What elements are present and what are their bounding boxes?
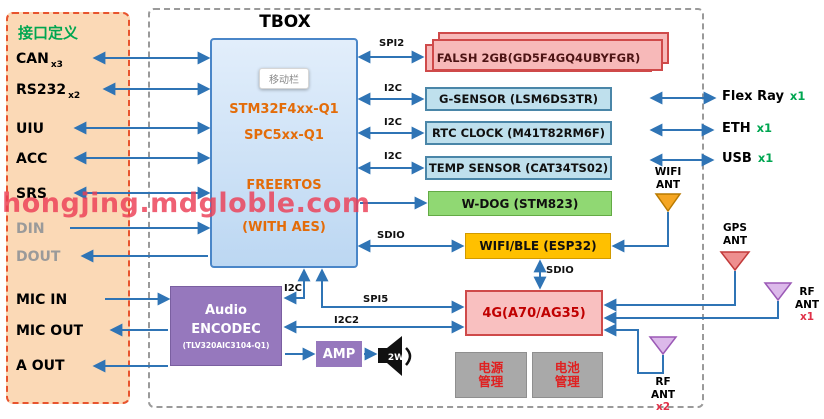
wifi-ant-line1: WIFI [654, 166, 682, 178]
panel-item-mic-in: MIC IN [16, 292, 67, 310]
audio-part-number: (TLV320AIC3104-Q1) [182, 340, 270, 350]
bus-label-i2c2: I2C2 [334, 315, 359, 326]
panel-item-label: MIC OUT [16, 323, 84, 339]
gps-ant-label: GPS ANT [712, 222, 758, 247]
eth-io: ETH x1 [722, 121, 772, 136]
panel-item-label: ACC [16, 151, 48, 167]
panel-item-label: CAN [16, 51, 49, 67]
bus-label-spi5: SPI5 [363, 294, 389, 305]
rf-ant1-line1: RF [799, 286, 815, 298]
panel-item-mic-out: MIC OUT [16, 323, 83, 341]
audio-line2: ENCODEC [191, 321, 261, 337]
panel-item-label: MIC IN [16, 292, 68, 308]
usb-io: USB x1 [722, 151, 773, 166]
panel-item-uiu: UIU [16, 121, 44, 139]
watchdog-block: W-DOG (STM823) [428, 191, 612, 216]
power-mgmt-block: 电源 管理 电池 管理 [455, 352, 603, 398]
temp-sensor-block: TEMP SENSOR (CAT34TS02) [425, 156, 612, 180]
bus-label-sdio-wifi: SDIO [377, 230, 405, 241]
eth-count: x1 [756, 121, 773, 135]
bus-label-spi2: SPI2 [379, 38, 405, 49]
gps-ant-line2: ANT [722, 234, 748, 247]
panel-item-label: SRS [16, 186, 47, 202]
watermark: hongjing.mdgloble.com [2, 188, 371, 219]
audio-line1: Audio [204, 302, 247, 318]
mcu-tooltip: 移动栏 [259, 68, 309, 89]
power-cell-line2: 管理 [478, 374, 504, 389]
mcu-block: 移动栏 STM32F4xx-Q1 SPC5xx-Q1 FREERTOS (WIT… [210, 38, 358, 268]
rf-antenna1-icon [763, 282, 793, 302]
bus-label-i2c-audio: I2C [284, 283, 303, 294]
power-cell: 电源 管理 [455, 352, 527, 398]
battery-cell-line1: 电池 [554, 359, 580, 375]
flash-label: FALSH 2GB(GD5F4GQ4UBYFGR) [436, 51, 641, 65]
panel-item-label: DOUT [16, 249, 61, 265]
panel-item-count: x3 [50, 59, 63, 70]
rf-ant1-count: x1 [799, 311, 815, 324]
wifi-ant-line2: ANT [655, 178, 681, 191]
wifi-ble-block: WIFI/BLE (ESP32) [465, 233, 611, 259]
flexray-label: Flex Ray [722, 89, 784, 104]
bus-label-i2c-rtc: I2C [384, 117, 403, 128]
rf-ant1-line2: ANT [794, 298, 820, 311]
flexray-count: x1 [789, 89, 806, 103]
rf-ant2-label: RF ANT x2 [644, 376, 682, 414]
tbox-title: TBOX [259, 12, 311, 32]
usb-label: USB [722, 151, 752, 166]
eth-label: ETH [722, 121, 751, 136]
tbox-dashed-boundary [148, 8, 704, 408]
panel-item-acc: ACC [16, 151, 47, 169]
rf-ant2-line2: ANT [650, 388, 676, 401]
4g-module-block: 4G(A70/AG35) [465, 290, 603, 336]
panel-item-din: DIN [16, 221, 45, 239]
rf-ant2-line1: RF [655, 376, 671, 388]
rf-ant1-label: RF ANT x1 [792, 286, 822, 324]
gps-ant-line1: GPS [723, 222, 747, 234]
panel-item-dout: DOUT [16, 249, 60, 267]
panel-title: 接口定义 [18, 24, 79, 42]
mcu-model-primary: STM32F4xx-Q1 [229, 102, 339, 117]
mcu-aes-note: (WITH AES) [242, 220, 326, 235]
mcu-model-secondary: SPC5xx-Q1 [244, 128, 324, 143]
bus-label-i2c-temp: I2C [384, 151, 403, 162]
flash-block: FALSH 2GB(GD5F4GQ4UBYFGR) [425, 32, 669, 72]
battery-cell: 电池 管理 [531, 352, 603, 398]
rf-ant2-count: x2 [655, 401, 671, 414]
panel-item-label: DIN [16, 221, 45, 237]
audio-codec-block: Audio ENCODEC (TLV320AIC3104-Q1) [170, 286, 282, 366]
panel-item-srs: SRS [16, 186, 47, 204]
panel-item-a-out: A OUT [16, 358, 65, 376]
usb-count: x1 [757, 151, 774, 165]
mcu-os: FREERTOS [246, 178, 322, 193]
panel-item-count: x2 [68, 90, 81, 101]
panel-item-label: A OUT [16, 358, 65, 374]
panel-item-label: RS232 [16, 82, 67, 98]
battery-cell-line2: 管理 [554, 374, 580, 389]
amp-block: AMP [316, 341, 362, 367]
wifi-ant-label: WIFI ANT [645, 166, 691, 191]
power-cell-line1: 电源 [478, 359, 504, 375]
rtc-block: RTC CLOCK (M41T82RM6F) [425, 121, 612, 145]
bus-label-i2c-gsensor: I2C [384, 83, 403, 94]
bus-label-sdio-4g: SDIO [546, 265, 574, 276]
gps-antenna-icon [719, 251, 751, 272]
gsensor-block: G-SENSOR (LSM6DS3TR) [425, 87, 612, 111]
flexray-io: Flex Ray x1 [722, 89, 805, 104]
panel-item-label: UIU [16, 121, 44, 137]
